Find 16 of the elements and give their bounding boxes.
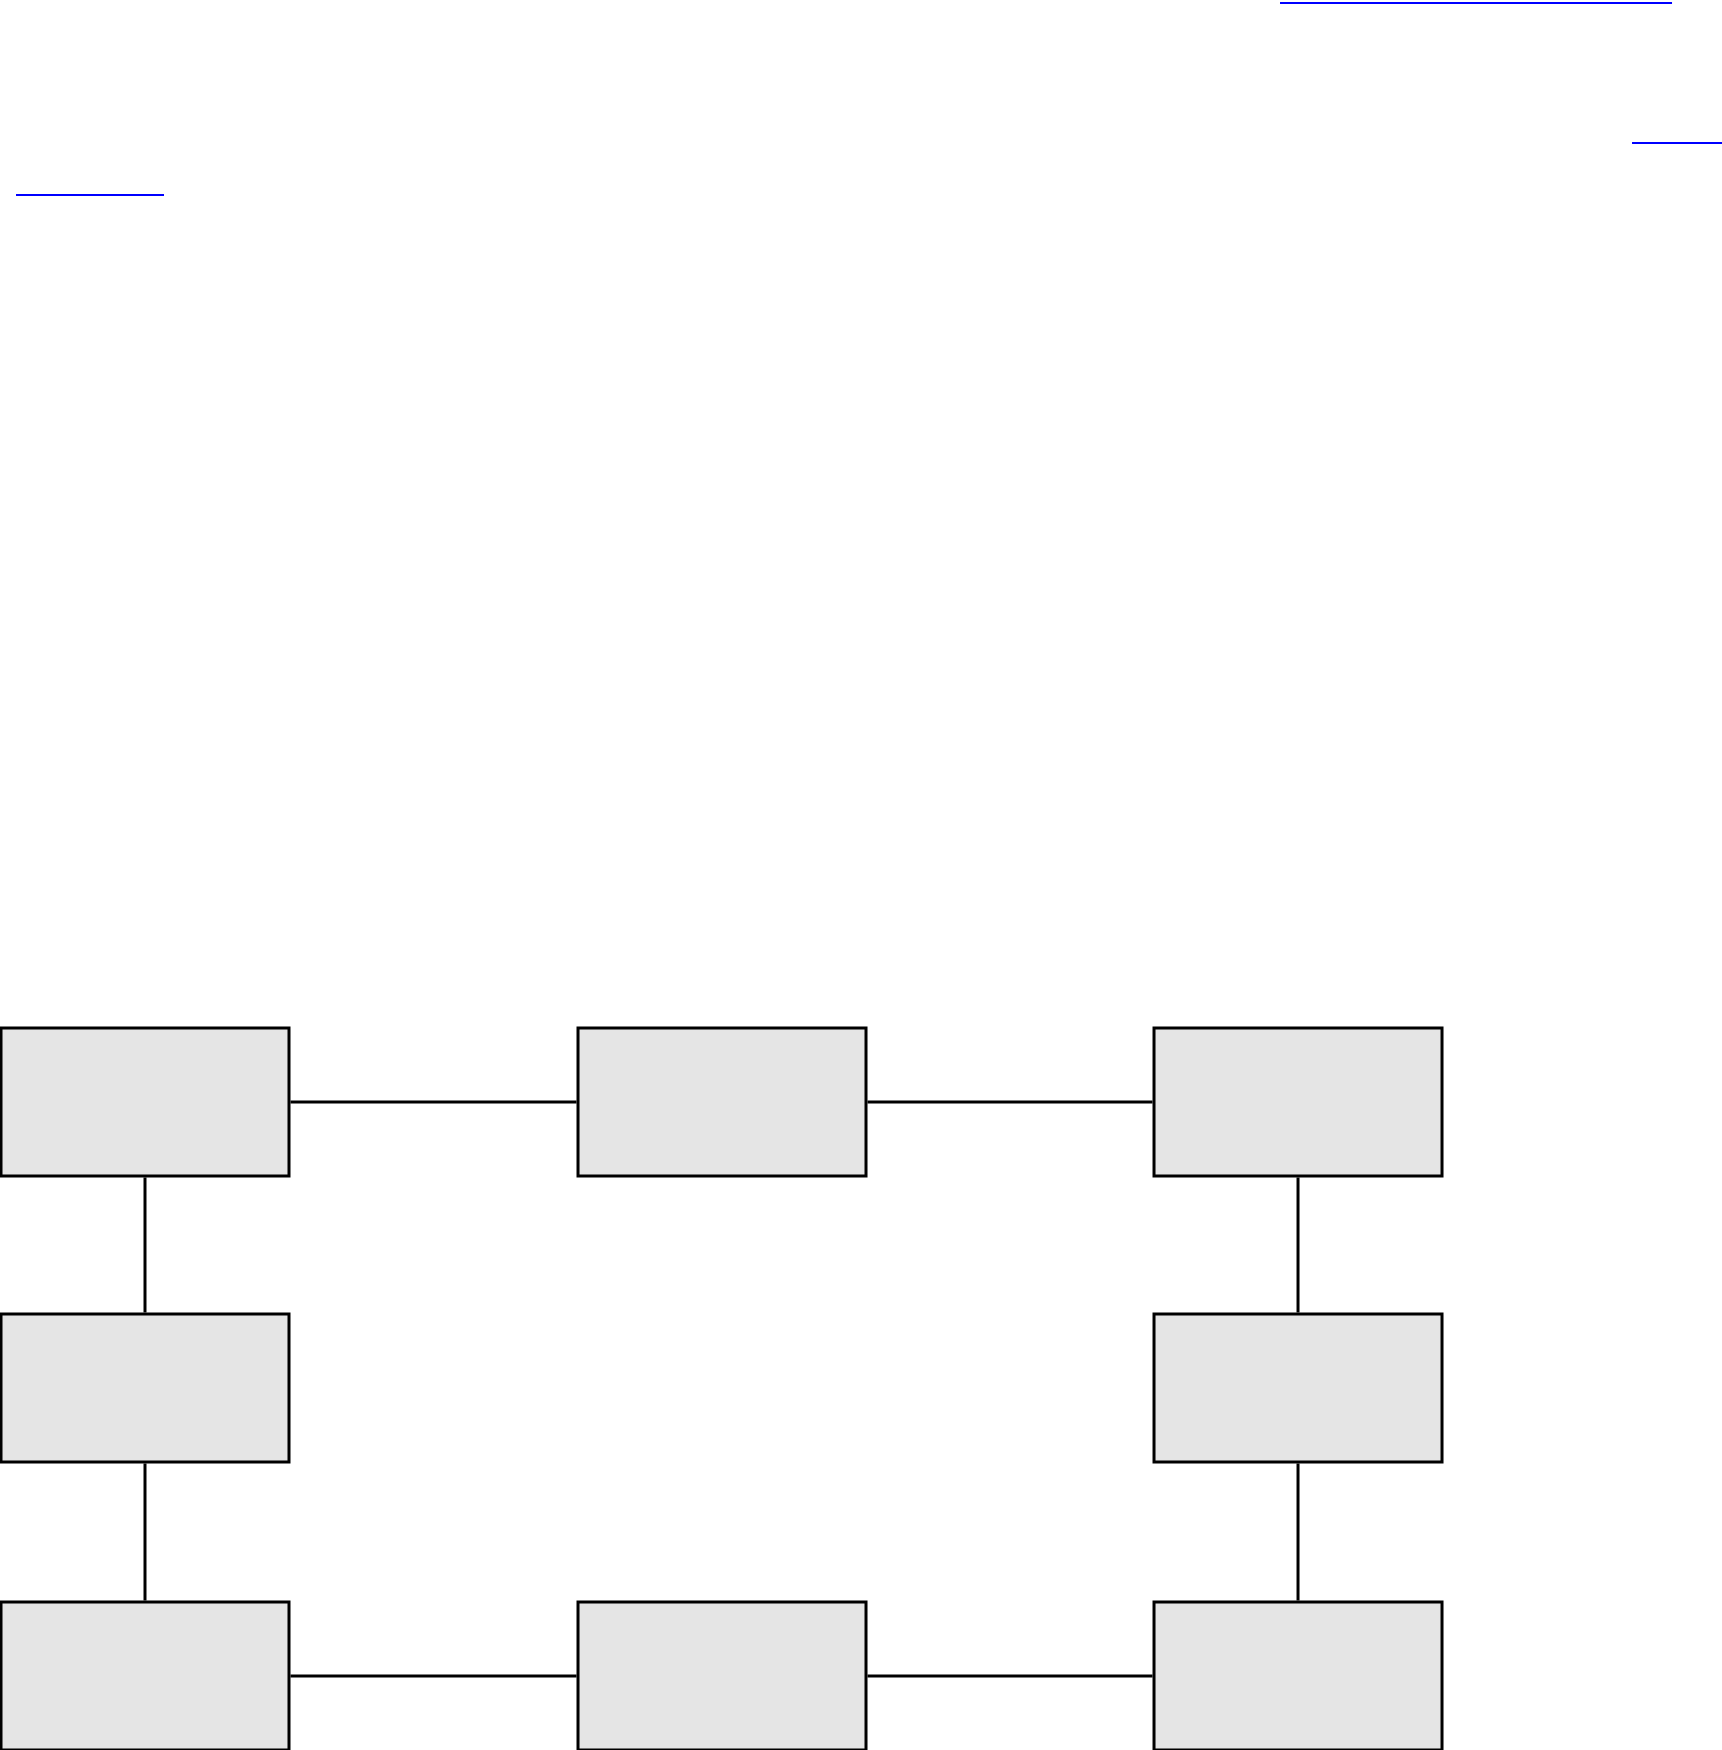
box	[1152, 1312, 1444, 1464]
box	[0, 1312, 291, 1464]
connector-line	[143, 1463, 147, 1601]
connector-line	[867, 1674, 1153, 1678]
connector-line	[290, 1100, 577, 1104]
box	[1152, 1600, 1444, 1750]
connector-line	[290, 1674, 577, 1678]
connector-line	[143, 1177, 147, 1313]
connector-line	[1296, 1177, 1300, 1313]
box	[576, 1026, 868, 1178]
box	[0, 1026, 291, 1178]
connector-line	[867, 1100, 1153, 1104]
box	[0, 1600, 291, 1750]
box	[1152, 1026, 1444, 1178]
connector-line	[1296, 1463, 1300, 1601]
box	[576, 1600, 868, 1750]
